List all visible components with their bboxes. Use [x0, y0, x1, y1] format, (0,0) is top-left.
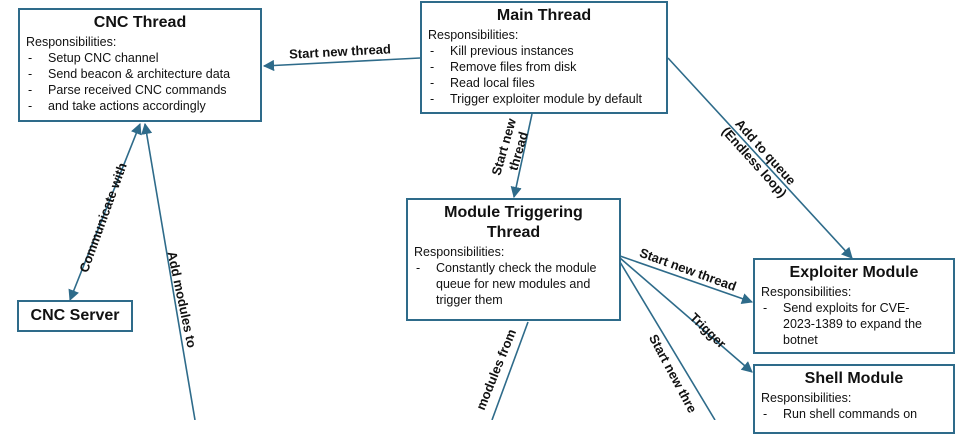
- edge-cnc-thread-to-server: [68, 122, 142, 302]
- cnc-thread-title: CNC Thread: [93, 14, 187, 31]
- shell-module-resp-list: Run shell commands on: [761, 406, 947, 422]
- cnc-thread-item: Setup CNC channel: [26, 50, 254, 66]
- edge-main-to-module-triggering: [510, 113, 533, 199]
- edge-mtt-start-new-thread: [619, 261, 716, 420]
- main-thread-item: Remove files from disk: [428, 59, 660, 75]
- module-triggering-resp-list: Constantly check the module: [414, 260, 613, 276]
- module-triggering-item: Constantly check the module: [414, 260, 613, 276]
- cnc-server-node: CNC Server: [17, 300, 133, 332]
- cnc-thread-item-continuation: and take actions accordingly: [26, 98, 254, 114]
- main-thread-resp-label: Responsibilities:: [428, 28, 519, 42]
- main-thread-item: Read local files: [428, 75, 660, 91]
- edge-mtt-to-exploiter: [619, 255, 754, 304]
- module-triggering-title-line2: Thread: [486, 224, 541, 241]
- cnc-thread-item: Parse received CNC commands: [26, 82, 254, 98]
- exploiter-module-item-cont: 2023-1389 to expand the: [783, 317, 923, 331]
- exploiter-module-item: Send exploits for CVE-: [761, 300, 947, 316]
- main-thread-resp-list: Kill previous instances Remove files fro…: [428, 43, 660, 107]
- exploiter-module-node: Exploiter Module Responsibilities: Send …: [753, 258, 955, 354]
- module-triggering-item-cont: queue for new modules and: [436, 277, 591, 291]
- cnc-thread-resp-list: Setup CNC channel Send beacon & architec…: [26, 50, 254, 114]
- cnc-thread-node: CNC Thread Responsibilities: Setup CNC c…: [18, 8, 262, 122]
- exploiter-module-title: Exploiter Module: [789, 264, 919, 281]
- edge-modules-from: [491, 321, 529, 420]
- edge-add-modules-to: [141, 122, 196, 420]
- cnc-thread-item: Send beacon & architecture data: [26, 66, 254, 82]
- shell-module-node: Shell Module Responsibilities: Run shell…: [753, 364, 955, 434]
- exploiter-module-resp-list: Send exploits for CVE-: [761, 300, 947, 316]
- edge-main-to-exploiter: [667, 57, 853, 259]
- shell-module-title: Shell Module: [804, 370, 904, 387]
- main-thread-item: Trigger exploiter module by default: [428, 91, 660, 107]
- shell-module-resp-label: Responsibilities:: [761, 391, 852, 405]
- edge-mtt-to-shell: [619, 257, 753, 373]
- exploiter-module-item-cont: botnet: [783, 333, 818, 347]
- edge-main-to-cnc-thread: [262, 57, 421, 72]
- main-thread-item: Kill previous instances: [428, 43, 660, 59]
- main-thread-node: Main Thread Responsibilities: Kill previ…: [420, 1, 668, 114]
- module-triggering-item-cont: trigger them: [436, 293, 503, 307]
- exploiter-module-resp-label: Responsibilities:: [761, 285, 852, 299]
- cnc-server-title: CNC Server: [30, 307, 120, 324]
- shell-module-item: Run shell commands on: [761, 406, 947, 422]
- main-thread-title: Main Thread: [496, 7, 592, 24]
- module-triggering-resp-label: Responsibilities:: [414, 245, 505, 259]
- module-triggering-title-line1: Module Triggering: [444, 204, 583, 221]
- edges-layer: [68, 57, 853, 420]
- module-triggering-node: Module Triggering Thread Responsibilitie…: [406, 198, 621, 321]
- cnc-thread-resp-label: Responsibilities:: [26, 35, 117, 49]
